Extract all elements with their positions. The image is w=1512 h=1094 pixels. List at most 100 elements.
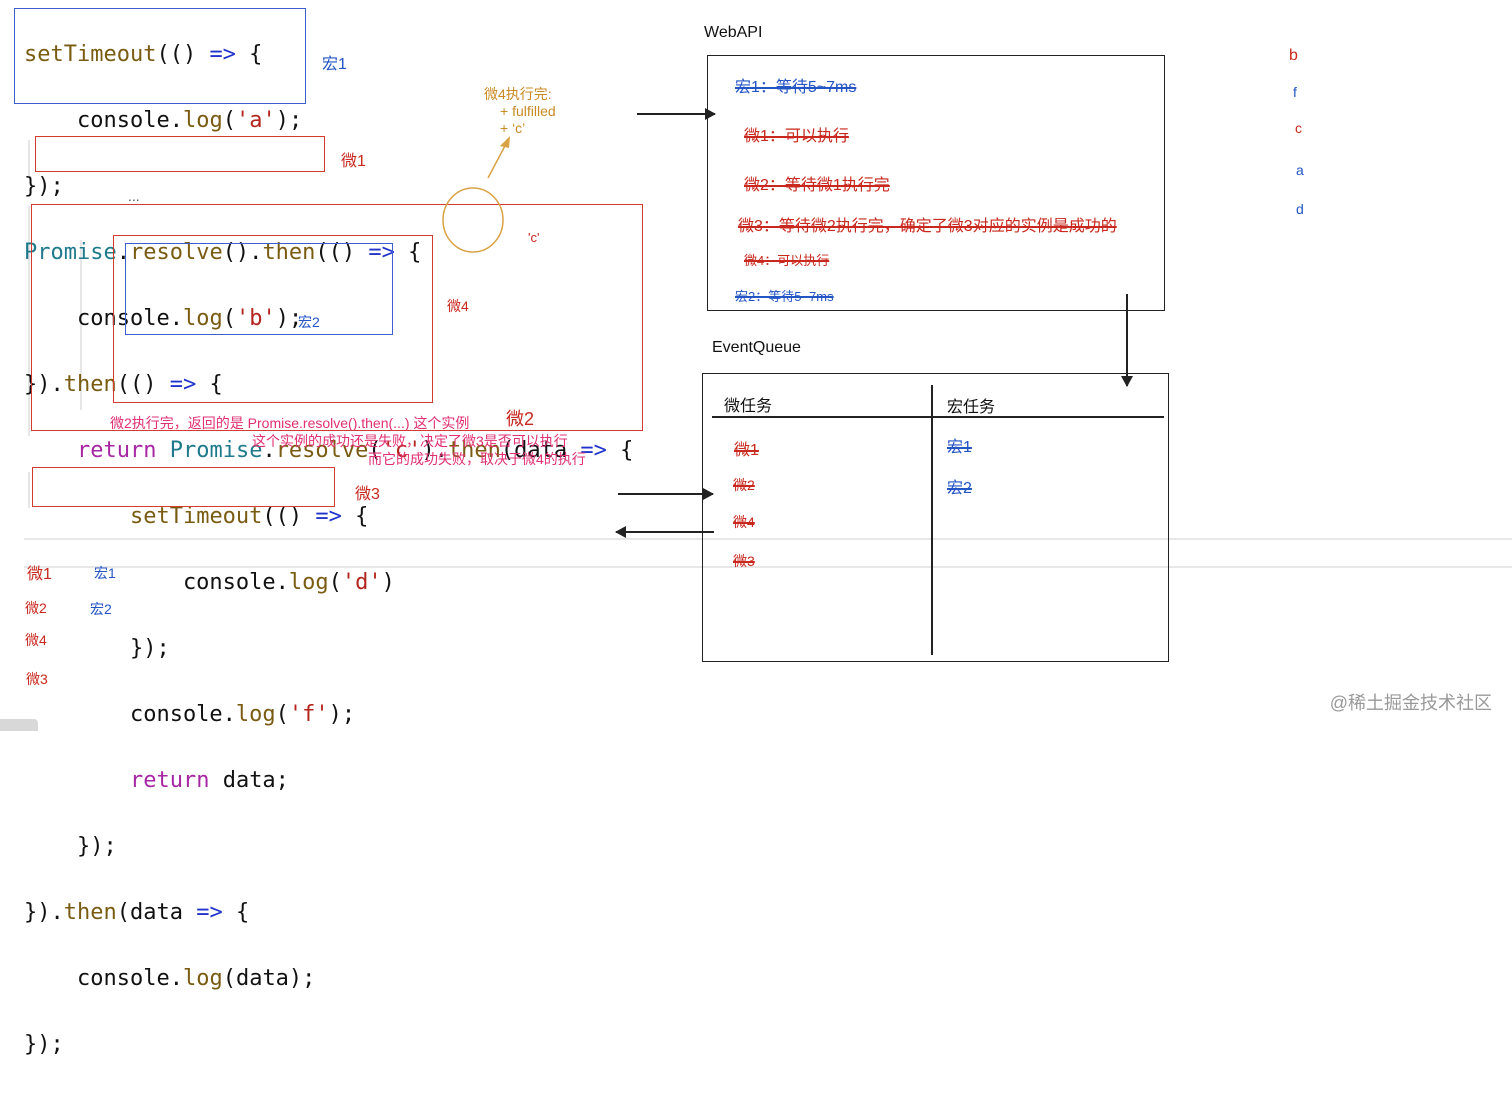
micro3-label: 微3 <box>355 486 380 503</box>
code-token: { <box>341 504 369 529</box>
micro4-box <box>113 235 433 403</box>
code-token: { <box>606 438 634 463</box>
code-token: ( <box>368 438 382 463</box>
code-token: console. <box>24 702 236 727</box>
code-token: (data); <box>222 966 316 991</box>
code-token: log <box>182 966 223 991</box>
code-token: . <box>262 438 276 463</box>
code-token: return <box>76 438 157 463</box>
divider <box>24 538 1512 540</box>
code-token: ); <box>275 108 303 133</box>
micro1-label: 微1 <box>341 153 366 170</box>
code-token: data; <box>209 768 289 793</box>
code-token: log <box>182 306 223 331</box>
code-token: }). <box>24 372 64 397</box>
code-token: (data <box>116 900 197 925</box>
code-line: console.log('d') <box>24 566 633 599</box>
code-token: then <box>63 372 117 397</box>
output-item: f <box>1293 84 1297 100</box>
code-line: }).then(data => { <box>24 896 633 929</box>
code-token: return <box>129 768 210 793</box>
order-macro-1: 宏1 <box>94 565 116 581</box>
code-token: { <box>222 900 250 925</box>
micro-queue-item: 微2 <box>733 477 755 493</box>
code-token: Promise <box>24 240 117 265</box>
code-token: }). <box>24 900 64 925</box>
code-token: console. <box>24 108 183 133</box>
code-line: Promise.resolve().then(() => { <box>24 236 633 269</box>
then-circle <box>442 187 504 253</box>
micro1-box <box>35 136 325 172</box>
order-micro-1: 微1 <box>27 566 52 583</box>
code-token: 'f' <box>288 702 329 727</box>
note-line: 微4执行完: <box>484 86 552 102</box>
code-token: setTimeout <box>24 42 157 67</box>
code-token: (() <box>315 240 369 265</box>
annotation-svg <box>442 136 510 253</box>
indent-guide <box>28 140 30 176</box>
code-token: ); <box>275 306 303 331</box>
code-token: ( <box>275 702 289 727</box>
eventqueue-header-line <box>712 416 1164 418</box>
c-tag: 'c' <box>528 230 540 245</box>
code-line: }); <box>24 636 170 661</box>
code-token: console. <box>24 306 183 331</box>
micro-queue-item: 微3 <box>733 553 755 569</box>
eventqueue-box <box>702 373 1169 662</box>
macro2-box <box>125 243 393 335</box>
code-token: => <box>196 900 223 925</box>
code-token: log <box>235 702 276 727</box>
code-token: (() <box>116 372 170 397</box>
webapi-item: 微3：等待微2执行完，确定了微3对应的实例是成功的 <box>738 218 1117 235</box>
code-token <box>24 504 130 529</box>
code-token: console. <box>24 570 289 595</box>
output-item: a <box>1296 162 1304 178</box>
code-token: (() <box>262 504 316 529</box>
arrow-right-icon <box>618 489 714 499</box>
macro-queue-item: 宏2 <box>947 480 972 497</box>
code-token: (() <box>156 42 210 67</box>
annotation-arrow-icon <box>487 141 508 179</box>
code-token: { <box>394 240 422 265</box>
code-line: console.log(data); <box>24 962 633 995</box>
code-token: . <box>116 240 130 265</box>
eventqueue-column-divider <box>931 385 933 655</box>
macro1-label: 宏1 <box>322 56 347 73</box>
indent-guide <box>28 206 30 436</box>
code-token: console. <box>24 966 183 991</box>
code-token: resolve <box>275 438 369 463</box>
code-token: (). <box>222 240 263 265</box>
output-item: d <box>1296 201 1304 217</box>
code-ellipsis: ... <box>128 188 140 204</box>
code-token: { <box>235 42 263 67</box>
webapi-title: WebAPI <box>704 24 763 41</box>
code-token: Promise <box>169 438 263 463</box>
watermark: @稀土掘金技术社区 <box>1329 693 1492 713</box>
code-token: { <box>196 372 223 397</box>
eventqueue-title: EventQueue <box>712 339 801 356</box>
code-token <box>24 438 77 463</box>
code-token <box>24 768 130 793</box>
code-token: (data <box>500 438 581 463</box>
order-micro-4: 微4 <box>25 632 47 648</box>
micro2-label: 微2 <box>506 409 535 429</box>
code-line: console.log('a'); <box>24 104 633 137</box>
micro4-done-note: 微4执行完: + fulfilled + ‘c’ <box>484 86 556 137</box>
code-token: ); <box>328 702 356 727</box>
code-token: setTimeout <box>129 504 263 529</box>
code-token: ( <box>222 306 236 331</box>
code-line: }); <box>24 834 117 859</box>
note-line: 而它的成功失败，取决于微4的执行 <box>368 451 586 467</box>
webapi-item: 宏1：等待5~7ms <box>735 79 857 96</box>
code-token: log <box>182 108 223 133</box>
code-token: ). <box>421 438 448 463</box>
code-token: 'b' <box>235 306 276 331</box>
webapi-item: 微2：等待微1执行完 <box>744 177 890 194</box>
webapi-item: 宏2：等待5~7ms <box>735 289 834 304</box>
webapi-item: 微4：可以执行 <box>744 253 830 268</box>
micro4-label: 微4 <box>447 298 469 314</box>
code-token: 'd' <box>341 570 382 595</box>
code-token: log <box>288 570 329 595</box>
code-token: ( <box>328 570 342 595</box>
macro1-box <box>14 8 306 104</box>
